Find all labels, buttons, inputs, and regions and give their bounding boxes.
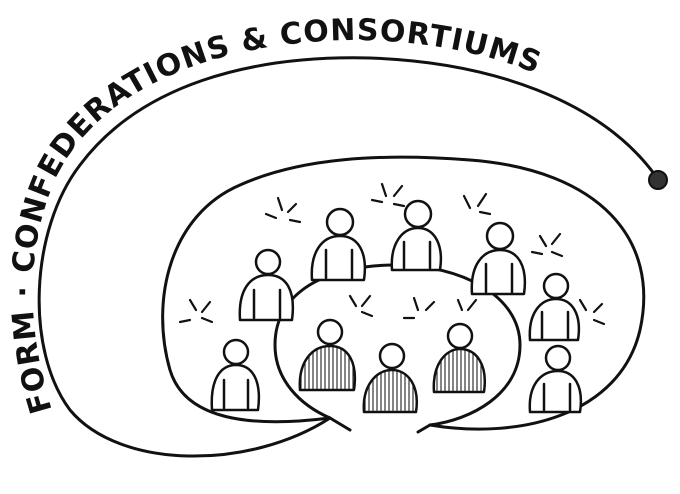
- person-figure-hatched: [362, 342, 419, 414]
- person-figure-hatched: [298, 318, 357, 392]
- sparkle-icon: [264, 196, 302, 224]
- spiral-arc: [37, 56, 657, 458]
- person-figure-hatched: [432, 322, 487, 394]
- sparkle-icon: [178, 298, 214, 324]
- opening-right: [416, 423, 432, 434]
- sparkle-icon: [578, 298, 606, 326]
- person-figure: [470, 221, 527, 296]
- person-figure: [390, 199, 443, 272]
- sparkle-icon: [462, 192, 492, 216]
- person-figure: [310, 207, 367, 282]
- outer-ring-people: [210, 199, 583, 414]
- person-figure: [210, 338, 261, 412]
- spiral-end-dot: [648, 170, 668, 190]
- person-figure: [528, 344, 583, 414]
- sparkle-icon: [530, 232, 564, 258]
- sparkle-icon: [456, 298, 478, 312]
- opening-left: [328, 416, 352, 432]
- outer-enclosure: [161, 155, 646, 431]
- sparkle-icon: [370, 182, 406, 208]
- sparkles: [178, 182, 606, 326]
- sparkle-icon: [402, 296, 436, 320]
- person-figure: [238, 248, 295, 322]
- sparkle-icon: [348, 294, 374, 318]
- inner-ring-people: [298, 318, 487, 414]
- person-figure: [528, 272, 581, 342]
